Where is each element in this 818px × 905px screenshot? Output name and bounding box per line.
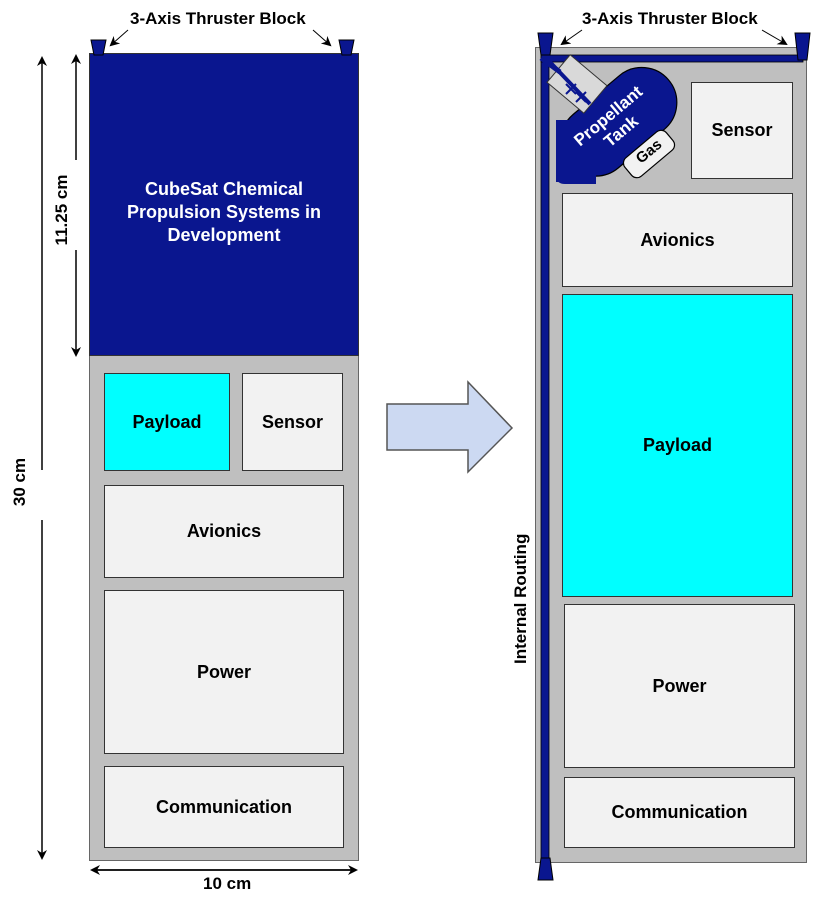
- left-avionics-module: Avionics: [104, 485, 344, 578]
- right-payload-label: Payload: [642, 435, 713, 455]
- right-sensor-module: Sensor: [691, 82, 793, 179]
- right-communication-label: Communication: [611, 802, 748, 822]
- left-thruster-nozzle-right: [338, 39, 355, 56]
- left-power-module: Power: [104, 590, 344, 754]
- left-power-label: Power: [196, 661, 252, 682]
- right-avionics-module: Avionics: [562, 193, 793, 287]
- propellant-tank-corner-round: [556, 165, 596, 184]
- transition-arrow: [386, 380, 514, 474]
- right-thruster-callout-right: [761, 29, 788, 46]
- left-communication-module: Communication: [104, 766, 344, 848]
- left-thruster-callout-left: [109, 29, 129, 47]
- right-avionics-label: Avionics: [640, 229, 715, 250]
- right-thruster-label: 3-Axis Thruster Block: [582, 9, 758, 28]
- right-thruster-nozzle-top-left: [537, 32, 554, 56]
- right-thruster-nozzle-top-right: [794, 32, 811, 61]
- left-propulsion-block: [89, 53, 359, 356]
- left-payload-module: Payload: [104, 373, 230, 471]
- left-payload-label: Payload: [132, 411, 202, 432]
- right-sensor-label: Sensor: [711, 120, 773, 140]
- top-routing-rail: [540, 54, 804, 63]
- right-power-module: Power: [564, 604, 795, 768]
- left-thruster-label: 3-Axis Thruster Block: [130, 9, 306, 28]
- right-thruster-nozzle-bottom: [537, 857, 554, 881]
- gas-bottle: [622, 129, 676, 179]
- left-thruster-nozzle-left: [90, 39, 107, 56]
- left-sensor-module: Sensor: [242, 373, 343, 471]
- right-communication-module: Communication: [564, 777, 795, 848]
- internal-routing-rail: [540, 54, 550, 864]
- valve-assembly: [539, 54, 608, 114]
- left-width-label: 10 cm: [203, 874, 252, 893]
- internal-routing-label: Internal Routing: [511, 533, 530, 664]
- right-payload-module: Payload: [562, 294, 793, 597]
- left-avionics-label: Avionics: [186, 521, 262, 541]
- left-propulsion-label: CubeSat Chemical Propulsion Systems in D…: [126, 179, 322, 245]
- left-thruster-callout-right: [312, 29, 332, 47]
- left-sensor-label: Sensor: [261, 411, 324, 432]
- left-communication-label: Communication: [155, 796, 292, 817]
- right-thruster-callout-left: [560, 29, 583, 46]
- right-power-label: Power: [652, 675, 707, 696]
